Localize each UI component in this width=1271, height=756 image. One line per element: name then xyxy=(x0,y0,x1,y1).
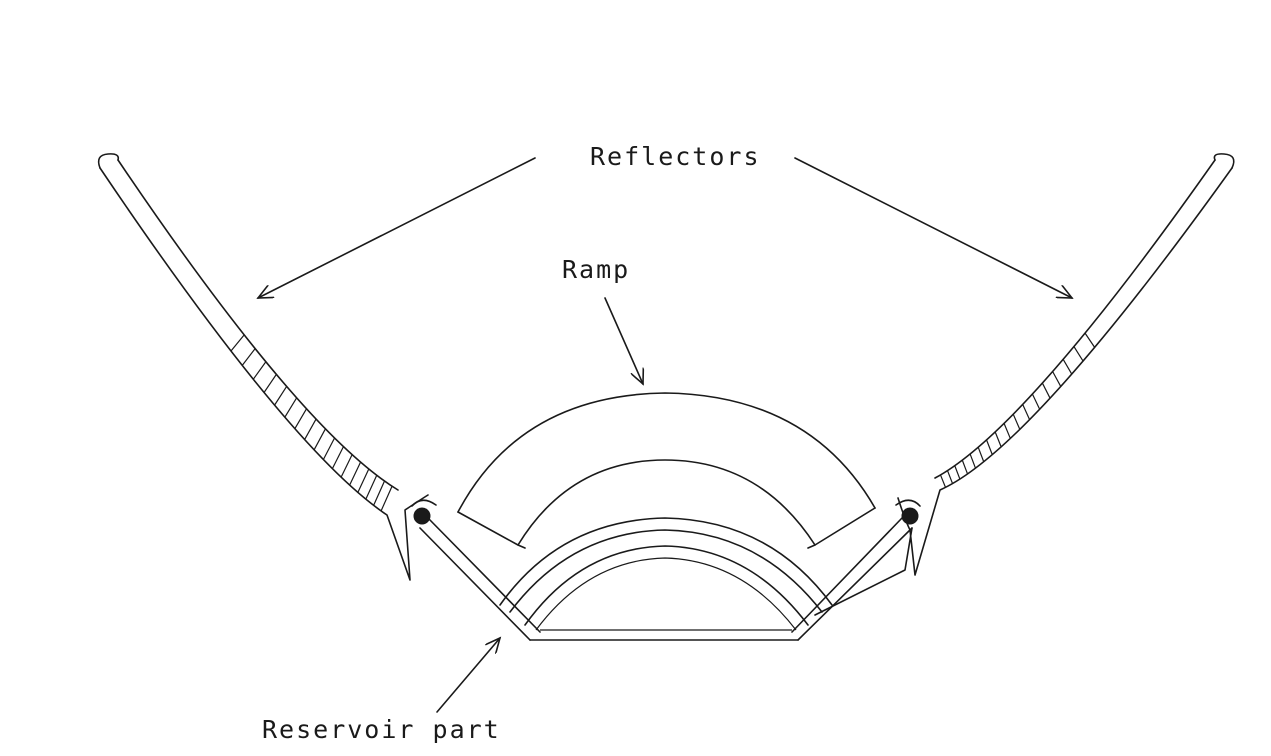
reflector-segment-tick xyxy=(994,431,1002,448)
reflector-segment-tick xyxy=(357,468,370,493)
right-reflector xyxy=(895,153,1235,576)
reflector-segment-tick xyxy=(380,485,393,512)
reservoir-right-wall-outer xyxy=(797,527,913,641)
reflector-segment-tick xyxy=(263,374,277,393)
reflector-segment-tick xyxy=(961,459,969,475)
reflector-segment-tick xyxy=(304,418,317,440)
reflector-segment-tick xyxy=(1003,423,1011,439)
reflector-segment-tick xyxy=(985,439,993,455)
reflector-segment-tick xyxy=(1084,332,1096,348)
ramp-label: Ramp xyxy=(562,255,630,284)
reflector-segment-tick xyxy=(241,348,256,366)
reflector-segment-tick xyxy=(954,465,961,480)
reservoir-right-brace xyxy=(814,527,913,616)
reflector-segment-tick xyxy=(274,386,288,406)
reservoir-left-wall-outer xyxy=(419,527,531,641)
ramp-arrow xyxy=(604,297,643,384)
reflector-segment-tick xyxy=(349,461,362,486)
reservoir-arc-3 xyxy=(524,545,809,626)
reservoir-arc-1 xyxy=(499,517,833,606)
ramp-outer-arc xyxy=(457,392,876,513)
left-reflector xyxy=(97,153,437,581)
ramp-right-link xyxy=(807,507,876,549)
left-reflector-outer-edge xyxy=(99,167,429,581)
reflector-segment-tick xyxy=(969,453,977,469)
reservoir xyxy=(419,517,913,641)
reflector-segment-tick xyxy=(1073,346,1084,362)
ramp-inner-arc xyxy=(517,459,816,546)
reflector-segment-tick xyxy=(373,480,386,506)
right-reflector-segments xyxy=(939,332,1096,488)
reflector-segment-tick xyxy=(1052,371,1062,387)
reservoir-right-wall-inner xyxy=(791,517,903,633)
reservoir-part-label: Reservoir part xyxy=(262,715,501,744)
left-reflector-tip xyxy=(97,153,120,169)
right-reflector-inner-edge xyxy=(934,159,1216,479)
reflector-segment-tick xyxy=(1022,404,1031,420)
reflector-segment-tick xyxy=(252,361,267,380)
right-pivot-cap xyxy=(895,499,921,507)
reservoir-arc-4 xyxy=(535,557,797,631)
reservoir-left-wall-inner xyxy=(427,517,541,633)
reflector-segment-tick xyxy=(313,428,326,451)
reservoir-arrow xyxy=(436,638,500,713)
reflector-segment-tick xyxy=(1062,359,1073,375)
reflector-segment-tick xyxy=(340,454,353,478)
left-reflector-segments xyxy=(230,334,393,512)
right-reflector-tip xyxy=(1213,153,1235,169)
reflector-segment-tick xyxy=(939,474,947,488)
reflector-segment-tick xyxy=(322,437,336,460)
reservoir-arc-2 xyxy=(509,529,823,613)
right-reflector-outer-edge xyxy=(897,167,1233,576)
reflectors-arrow-right xyxy=(794,157,1072,298)
reflector-segment-tick xyxy=(946,470,954,484)
reflector-segment-tick xyxy=(1012,413,1021,430)
leader-arrows xyxy=(258,157,1072,713)
left-pivot-cap xyxy=(411,499,437,507)
reflector-segment-tick xyxy=(977,447,985,462)
ramp-left-link xyxy=(457,511,526,549)
reflector-segment-tick xyxy=(284,397,298,418)
reflector-segment-tick xyxy=(331,446,344,469)
right-pivot-joint xyxy=(901,507,919,525)
left-pivot-joint xyxy=(413,507,431,525)
reflectors-arrow-left xyxy=(258,157,536,298)
reflector-segment-tick xyxy=(1031,393,1041,410)
reflector-segment-tick xyxy=(365,475,378,500)
reflectors-label: Reflectors xyxy=(590,142,761,171)
reflector-segment-tick xyxy=(230,334,245,352)
ramp xyxy=(457,392,876,549)
reflector-segment-tick xyxy=(1041,382,1051,399)
left-reflector-inner-edge xyxy=(117,159,399,491)
reflector-segment-tick xyxy=(294,408,308,429)
